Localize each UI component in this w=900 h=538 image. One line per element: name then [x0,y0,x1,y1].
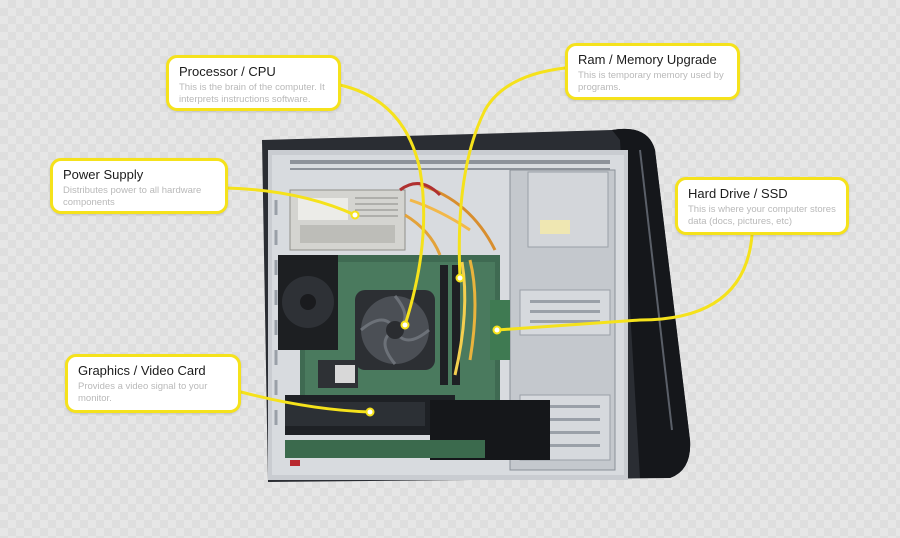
hdd-callout: Hard Drive / SSD This is where your comp… [675,177,849,235]
hdd-callout-description: This is where your computer stores data … [688,204,836,227]
psu-callout: Power Supply Distributes power to all ha… [50,158,228,214]
power-supply-unit [289,189,406,251]
callout-leader-lines [224,66,754,417]
gpu-callout-description: Provides a video signal to your monitor. [78,381,208,404]
hdd-callout-title: Hard Drive / SSD [688,186,788,201]
ram-callout: Ram / Memory Upgrade This is temporary m… [565,43,740,100]
cpu-cooler [355,290,435,370]
cpu-callout-title: Processor / CPU [179,64,276,79]
ram-leader-dot [455,273,465,283]
psu-leader-dot [350,210,360,220]
gpu-callout-title: Graphics / Video Card [78,363,206,378]
cpu-leader-dot [400,320,410,330]
power-cables [399,182,497,376]
graphics-card [285,395,550,466]
ram-leader-line [457,66,567,280]
hdd-leader-dot [492,325,502,335]
ram-callout-title: Ram / Memory Upgrade [578,52,717,67]
psu-leader-line [224,186,357,217]
cpu-callout: Processor / CPU This is the brain of the… [166,55,341,111]
rear-fan [278,255,338,350]
hdd-leader-line [495,233,754,332]
cpu-leader-line [338,83,426,327]
psu-callout-title: Power Supply [63,167,144,182]
psu-callout-description: Distributes power to all hardware compon… [63,185,202,208]
ram-callout-description: This is temporary memory used by program… [578,70,724,93]
ram-modules [440,265,460,385]
gpu-leader-line [239,390,372,414]
gpu-leader-dot [365,407,375,417]
cpu-callout-description: This is the brain of the computer. It in… [179,82,325,105]
gpu-callout: Graphics / Video Card Provides a video s… [65,354,241,413]
